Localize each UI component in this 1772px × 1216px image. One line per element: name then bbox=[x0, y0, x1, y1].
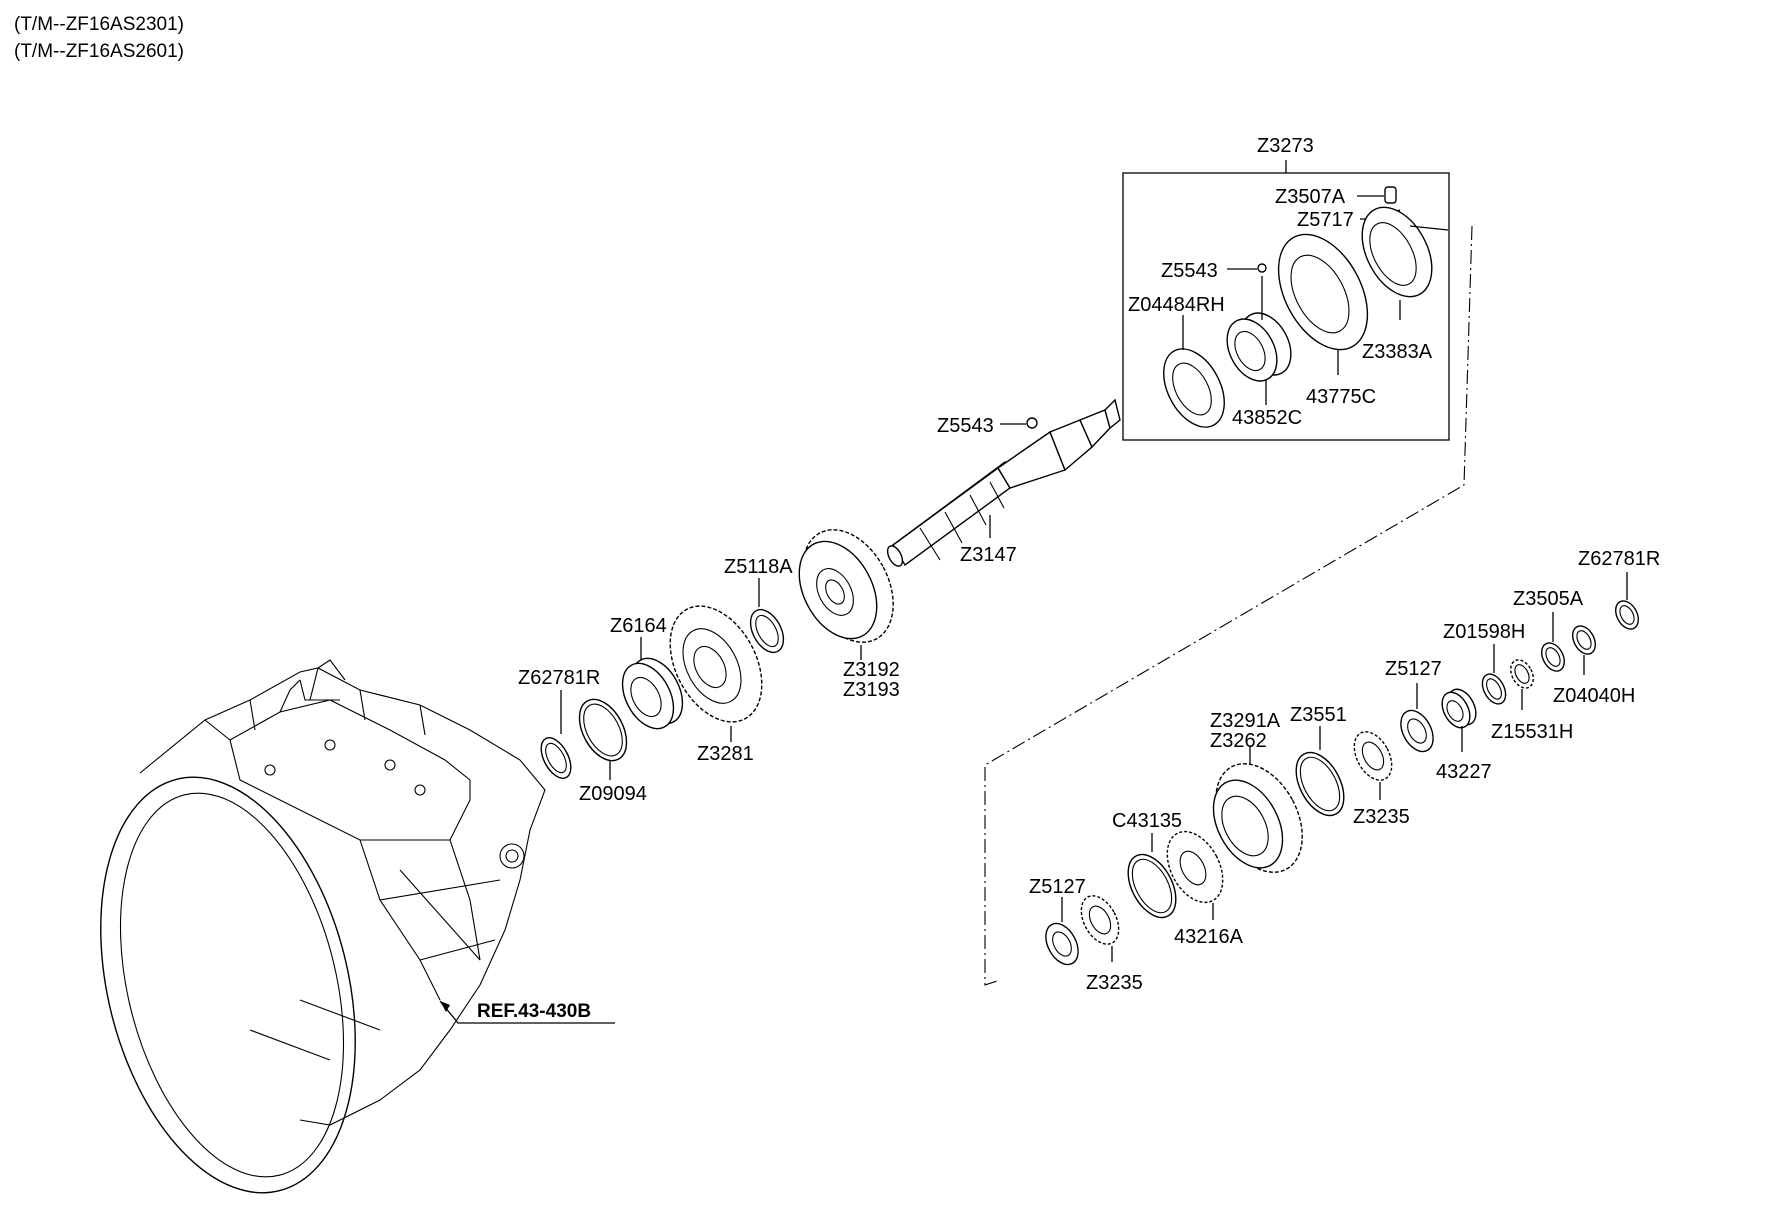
label-43216a: 43216A bbox=[1174, 926, 1244, 948]
z3281-gear: Z3281 bbox=[669, 605, 763, 765]
label-43775c: 43775C bbox=[1306, 386, 1376, 408]
label-z5127-upper: Z5127 bbox=[1385, 658, 1442, 680]
label-z3291a: Z3291A bbox=[1210, 710, 1281, 732]
label-z3235-upper: Z3235 bbox=[1353, 806, 1410, 828]
label-c43135: C43135 bbox=[1112, 810, 1182, 832]
ref-label: REF.43-430B bbox=[477, 1001, 591, 1022]
z5118a-ring: Z5118A bbox=[724, 556, 793, 654]
z5127-upper-washer: Z5127 bbox=[1385, 658, 1442, 753]
z5127-lower-washer: Z5127 bbox=[1029, 876, 1086, 966]
z62781r-left-ring: Z62781R bbox=[518, 667, 600, 779]
z62781r-right-ring: Z62781R bbox=[1578, 548, 1660, 630]
label-z01598h: Z01598H bbox=[1443, 621, 1525, 643]
z3505a-washer: Z3505A bbox=[1513, 588, 1584, 672]
z15531h-bearing: Z15531H bbox=[1491, 659, 1573, 743]
label-z3235-lower: Z3235 bbox=[1086, 972, 1143, 994]
c43135-ring: C43135 bbox=[1112, 810, 1182, 919]
z09094-ring: Z09094 bbox=[578, 698, 647, 805]
z04040h-washer: Z04040H bbox=[1553, 625, 1635, 707]
43216a-gear: 43216A bbox=[1166, 830, 1244, 948]
ref-callout: REF.43-430B bbox=[439, 1000, 615, 1024]
label-z3281: Z3281 bbox=[697, 743, 754, 765]
43852c-hub: 43852C bbox=[1226, 276, 1302, 429]
label-z3262: Z3262 bbox=[1210, 730, 1267, 752]
label-z3551: Z3551 bbox=[1290, 704, 1347, 726]
z5543-top-part: Z5543 bbox=[1161, 260, 1267, 282]
z3291a-gear: Z3291A Z3262 bbox=[1210, 710, 1303, 873]
label-z15531h: Z15531H bbox=[1491, 721, 1573, 743]
z3551-ring: Z3551 bbox=[1290, 704, 1347, 817]
label-z5543-shaft: Z5543 bbox=[937, 415, 994, 437]
label-z09094: Z09094 bbox=[579, 783, 647, 805]
label-z5543-top: Z5543 bbox=[1161, 260, 1218, 282]
label-z6164: Z6164 bbox=[610, 615, 667, 637]
43227-bearing: 43227 bbox=[1436, 688, 1492, 783]
model-code-1: (T/M--ZF16AS2301) bbox=[14, 14, 184, 35]
label-z3193: Z3193 bbox=[843, 679, 900, 701]
label-z3505a: Z3505A bbox=[1513, 588, 1584, 610]
label-z3192: Z3192 bbox=[843, 659, 900, 681]
synchronizer-group-box: Z3273 bbox=[1122, 135, 1450, 441]
z3507a-part: Z3507A bbox=[1275, 186, 1397, 208]
transmission-housing-illustration bbox=[100, 659, 546, 1194]
label-z5127-lower: Z5127 bbox=[1029, 876, 1086, 898]
z3383a-ring: Z3383A bbox=[1361, 206, 1449, 363]
label-z04484rh: Z04484RH bbox=[1128, 294, 1225, 316]
model-code-2: (T/M--ZF16AS2601) bbox=[14, 41, 184, 62]
label-z62781r-right: Z62781R bbox=[1578, 548, 1660, 570]
z3147-mainshaft: Z5543 Z3147 bbox=[886, 398, 1121, 567]
label-z62781r-left: Z62781R bbox=[518, 667, 600, 689]
assembly-dashed-outline bbox=[984, 225, 1473, 986]
label-z3147: Z3147 bbox=[960, 544, 1017, 566]
group-label: Z3273 bbox=[1257, 135, 1314, 157]
label-z5118a: Z5118A bbox=[724, 556, 793, 578]
z3235-upper-bearing: Z3235 bbox=[1353, 731, 1410, 828]
label-43852c: 43852C bbox=[1232, 407, 1302, 429]
z01598h-washer: Z01598H bbox=[1443, 621, 1525, 705]
z3235-lower-bearing: Z3235 bbox=[1080, 895, 1143, 994]
label-z3383a: Z3383A bbox=[1362, 341, 1433, 363]
z3192-gear: Z3192 Z3193 bbox=[798, 529, 900, 701]
label-z04040h: Z04040H bbox=[1553, 685, 1635, 707]
label-z5717: Z5717 bbox=[1297, 209, 1354, 231]
label-z3507a: Z3507A bbox=[1275, 186, 1346, 208]
z6164-bearing: Z6164 bbox=[610, 615, 684, 730]
label-43227: 43227 bbox=[1436, 761, 1492, 783]
z04484rh-ring: Z04484RH bbox=[1128, 294, 1225, 428]
43775c-plate: 43775C bbox=[1277, 233, 1376, 408]
